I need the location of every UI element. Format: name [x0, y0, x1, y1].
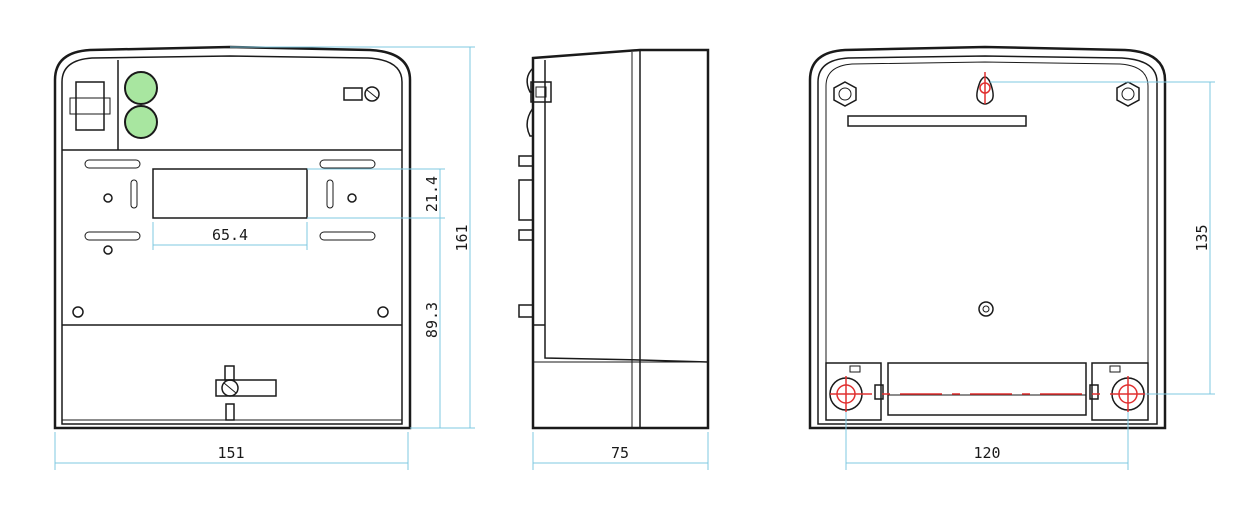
seal-screw-slot	[223, 382, 237, 394]
rear-rail	[847, 115, 1027, 127]
side-view: 75	[518, 48, 710, 470]
hole-lower-left	[103, 245, 113, 255]
indicator-light-top	[124, 71, 158, 105]
indicator-light-bottom	[124, 105, 158, 139]
dim-label-rear-height: 135	[1193, 224, 1211, 251]
terminal-cover	[887, 362, 1087, 416]
screw-head-icon	[364, 86, 380, 102]
hex-nut-bore	[838, 87, 852, 101]
screw-slot	[366, 89, 378, 99]
slot-top-left	[84, 159, 141, 169]
dim-label-front-height: 161	[453, 224, 471, 251]
seal-screw-icon	[221, 379, 239, 397]
hole-corner-right	[377, 306, 389, 318]
rear-view: 120 135	[808, 45, 1215, 470]
front-inner-shell	[61, 55, 403, 425]
slot-vertical-right	[326, 179, 334, 209]
side-screw-head	[535, 86, 547, 98]
dim-label-rear-width: 120	[973, 444, 1000, 462]
component-clip	[69, 97, 111, 115]
side-outer-shell	[531, 48, 710, 430]
hole-corner-left	[72, 306, 84, 318]
slot-top-right	[319, 159, 376, 169]
side-lug-large	[518, 179, 534, 221]
slot-bottom-left	[84, 231, 141, 241]
hole-right	[347, 193, 357, 203]
hex-nut-icon	[833, 81, 857, 107]
rear-inner-shell	[817, 55, 1158, 425]
side-indicator-bulge	[526, 67, 534, 93]
slot-vertical-left	[130, 179, 138, 209]
hex-nut-icon	[1116, 81, 1140, 107]
screw-tab	[343, 87, 363, 101]
mount-latch	[1089, 384, 1099, 400]
side-lug	[518, 304, 534, 318]
front-outer-shell	[53, 45, 412, 430]
dim-label-front-width: 151	[217, 444, 244, 462]
mount-latch	[874, 384, 884, 400]
side-indicator-bulge	[526, 107, 534, 137]
side-screw-tab	[530, 81, 552, 103]
display-window	[152, 168, 308, 219]
dim-label-lower-height: 89.3	[423, 302, 441, 338]
hex-nut-bore	[1121, 87, 1135, 101]
rear-inner-panel	[825, 61, 1149, 420]
dim-label-window-width: 65.4	[212, 226, 248, 244]
mount-tab	[1109, 365, 1121, 373]
seal-post-bottom	[225, 403, 235, 421]
slot-bottom-right	[319, 231, 376, 241]
front-view: 151 65.4 21.4 89.3 161	[53, 45, 475, 470]
mount-block-right	[1091, 362, 1149, 421]
side-lug	[518, 155, 534, 167]
keyhole-hanger-icon	[976, 76, 994, 105]
center-screw-core	[982, 305, 990, 313]
dim-label-window-height: 21.4	[423, 176, 441, 212]
seal-post-top	[224, 365, 235, 381]
side-lug	[518, 229, 534, 241]
side-step-profile	[533, 60, 709, 363]
mount-tab	[849, 365, 861, 373]
component-box	[75, 81, 105, 131]
seal-bar	[215, 379, 277, 397]
center-screw-icon	[978, 301, 994, 317]
dim-label-side-depth: 75	[611, 444, 629, 462]
rear-outer-shell	[808, 45, 1167, 430]
mount-block-left	[825, 362, 882, 421]
hole-left	[103, 193, 113, 203]
